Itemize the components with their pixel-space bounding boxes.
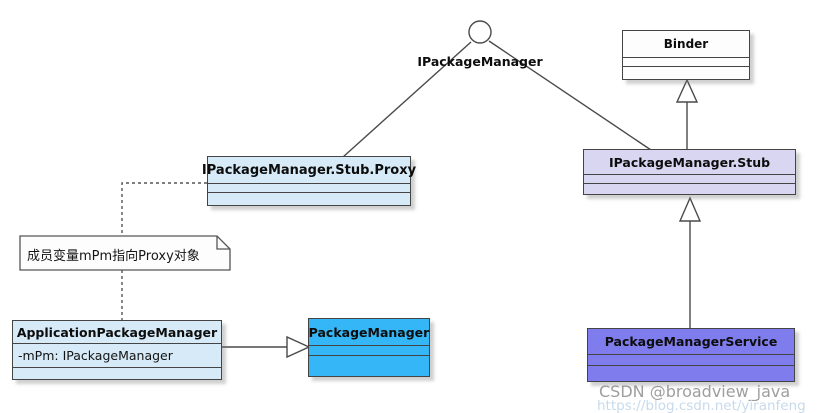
class-title-stub: IPackageManager.Stub [608,154,771,170]
class-compartment-operations [13,367,221,379]
class-compartment-attributes [584,174,795,183]
edge-interface-to-proxy [342,41,472,158]
class-box-package-manager: PackageManager [308,318,430,377]
class-compartment-attributes [309,345,429,355]
class-box-binder: Binder [622,30,750,80]
watermark-url: https://blog.csdn.net/yiranfeng [597,398,806,413]
class-box-stub: IPackageManager.Stub [583,149,796,195]
class-compartment-operations [584,183,795,194]
watermark-text: CSDN @broadview_java [599,382,791,401]
class-box-package-manager-service: PackageManagerService [587,328,795,382]
class-compartment-operations [309,355,429,376]
note-fold-corner [216,236,230,250]
class-title-binder: Binder [663,37,709,51]
note-link-dashed-top [121,182,207,236]
class-attribute-mpm: -mPm: IPackageManager [13,343,221,367]
class-title-package-manager: PackageManager [308,324,430,340]
class-title-stub-proxy: IPackageManager.Stub.Proxy [201,162,417,178]
class-compartment-operations [623,66,749,79]
note-shape [19,235,231,271]
interface-lollipop-circle [468,20,492,44]
generalization-arrow-package-manager [286,335,311,359]
class-compartment-attributes [208,183,410,192]
note-text: 成员变量mPm指向Proxy对象 [27,249,200,264]
class-box-stub-proxy: IPackageManager.Stub.Proxy [201,156,417,206]
class-compartment-attributes [623,57,749,66]
class-compartment-operations [588,365,794,381]
class-title-package-manager-service: PackageManagerService [604,334,778,349]
generalization-arrow-stub [678,196,702,222]
class-title-application-package-manager: ApplicationPackageManager [16,324,218,340]
interface-label: IPackageManager [417,54,543,69]
edge-interface-to-stub [488,40,652,151]
generalization-arrow-binder [675,78,699,103]
class-compartment-attributes [588,354,794,365]
class-box-application-package-manager: ApplicationPackageManager -mPm: IPackage… [12,320,222,380]
class-compartment-operations [208,192,410,205]
